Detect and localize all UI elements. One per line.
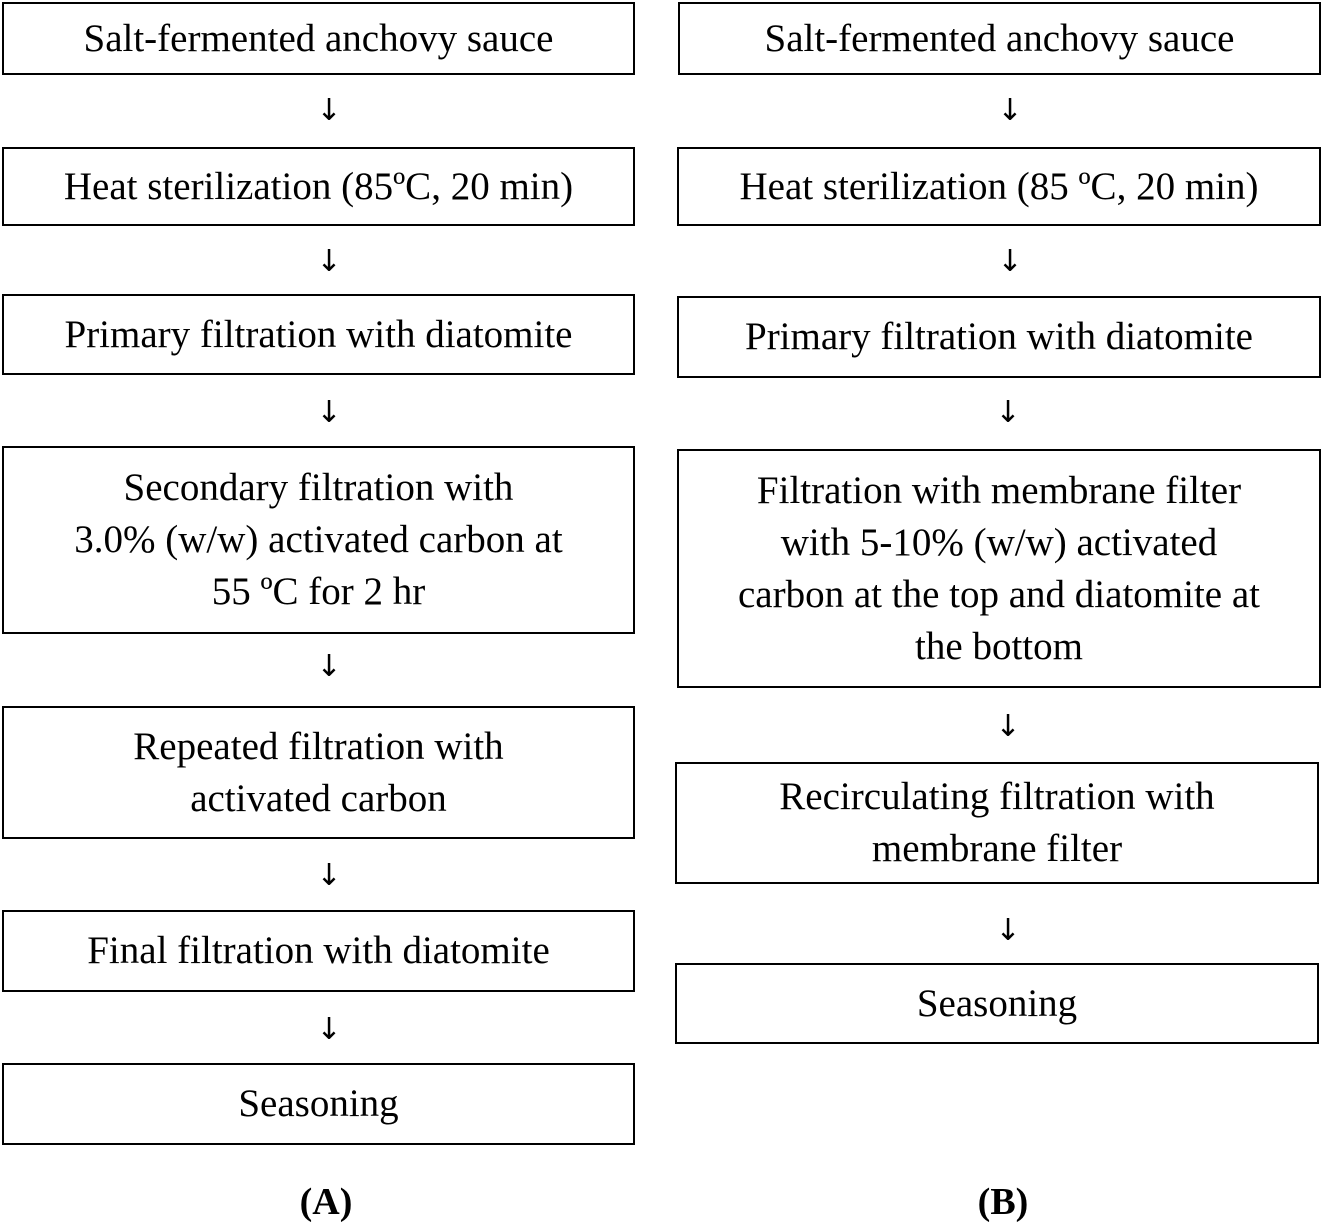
flowchart-a-step-3: Primary filtration with diatomite <box>2 294 635 375</box>
flowchart-b-step-6: Seasoning <box>675 963 1319 1044</box>
flowchart-a-arrow-5: ↓ <box>316 858 342 893</box>
flowchart-a-arrow-1: ↓ <box>316 93 342 128</box>
flowchart-a-step-1: Salt-fermented anchovy sauce <box>2 2 635 75</box>
flowchart-b-arrow-3: ↓ <box>995 395 1021 430</box>
flowchart-a-arrow-6: ↓ <box>316 1012 342 1047</box>
flowchart-a-step-5: Repeated filtration with activated carbo… <box>2 706 635 839</box>
flowchart-b-step-4: Filtration with membrane filter with 5-1… <box>677 449 1321 688</box>
flowchart-b-arrow-2: ↓ <box>997 244 1023 279</box>
flowchart-a-step-4: Secondary filtration with 3.0% (w/w) act… <box>2 446 635 634</box>
flowchart-b-step-2: Heat sterilization (85 ºC, 20 min) <box>677 147 1321 226</box>
flowchart-a-step-6: Final filtration with diatomite <box>2 910 635 992</box>
flowchart-b-arrow-5: ↓ <box>995 913 1021 948</box>
flowchart-b-step-3: Primary filtration with diatomite <box>677 296 1321 378</box>
flowchart-a-arrow-3: ↓ <box>316 395 342 430</box>
flowchart-b-step-1: Salt-fermented anchovy sauce <box>678 2 1321 75</box>
flowchart-a-step-7: Seasoning <box>2 1063 635 1145</box>
flowchart-b-arrow-4: ↓ <box>995 709 1021 744</box>
flowchart-a-arrow-4: ↓ <box>316 649 342 684</box>
flowchart-a-caption: (A) <box>299 1181 353 1223</box>
flowchart-b-caption: (B) <box>977 1181 1029 1223</box>
flowchart-a-arrow-2: ↓ <box>316 244 342 279</box>
flowchart-b-step-5: Recirculating filtration with membrane f… <box>675 762 1319 884</box>
flowchart-a-step-2: Heat sterilization (85ºC, 20 min) <box>2 147 635 226</box>
flowchart-b-arrow-1: ↓ <box>997 93 1023 128</box>
